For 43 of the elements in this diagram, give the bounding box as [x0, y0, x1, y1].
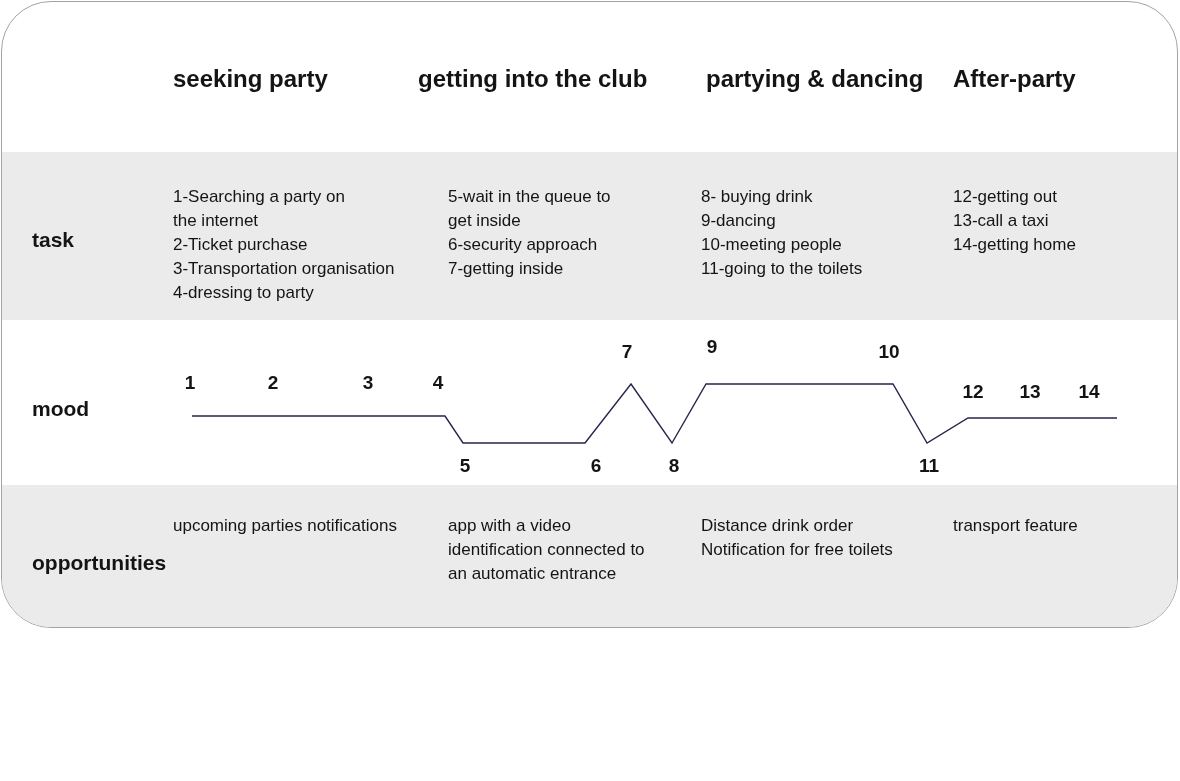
- task-item: 9-dancing: [701, 210, 776, 232]
- row-label: opportunities: [32, 551, 167, 575]
- row-label: task: [32, 228, 75, 252]
- mood-point-number: 2: [266, 371, 280, 395]
- mood-point-number: 4: [431, 371, 445, 395]
- task-item: 3-Transportation organisation: [173, 258, 395, 280]
- task-item: 12-getting out: [953, 186, 1057, 208]
- mood-point-number: 5: [458, 454, 472, 478]
- task-item: 6-security approach: [448, 234, 598, 256]
- mood-point-number: 3: [361, 371, 375, 395]
- task-item: 10-meeting people: [701, 234, 842, 256]
- task-item: 1-Searching a party on the internet: [173, 186, 346, 232]
- mood-point-number: 6: [589, 454, 603, 478]
- phase-heading: getting into the club: [418, 65, 648, 93]
- mood-point-number: 10: [877, 340, 901, 364]
- mood-point-number: 13: [1018, 380, 1042, 404]
- opportunity-item: app with a video identification connected to an automatic entrance: [448, 515, 646, 585]
- row-label: mood: [32, 397, 90, 421]
- opportunities-band: [2, 485, 1177, 627]
- task-item: 7-getting inside: [448, 258, 564, 280]
- phase-heading: seeking party: [173, 65, 328, 93]
- opportunity-item: transport feature: [953, 515, 1078, 537]
- task-item: 8- buying drink: [701, 186, 813, 208]
- mood-point-number: 9: [705, 335, 719, 359]
- mood-point-number: 11: [917, 454, 941, 478]
- task-item: 5-wait in the queue to get inside: [448, 186, 612, 232]
- task-item: 13-call a taxi: [953, 210, 1049, 232]
- task-item: 4-dressing to party: [173, 282, 314, 304]
- mood-point-number: 1: [183, 371, 197, 395]
- mood-point-number: 8: [667, 454, 681, 478]
- phase-heading: After-party: [953, 65, 1076, 93]
- task-item: 14-getting home: [953, 234, 1076, 256]
- opportunity-item: Distance drink order: [701, 515, 854, 537]
- mood-point-number: 14: [1077, 380, 1101, 404]
- mood-point-number: 7: [620, 340, 634, 364]
- opportunity-item: upcoming parties notifications: [173, 515, 397, 537]
- task-item: 2-Ticket purchase: [173, 234, 308, 256]
- task-item: 11-going to the toilets: [701, 258, 863, 280]
- mood-point-number: 12: [961, 380, 985, 404]
- opportunity-item: Notification for free toilets: [701, 539, 893, 561]
- task-band: [2, 152, 1177, 320]
- journey-map-card: [1, 1, 1178, 628]
- phase-heading: partying & dancing: [706, 65, 924, 93]
